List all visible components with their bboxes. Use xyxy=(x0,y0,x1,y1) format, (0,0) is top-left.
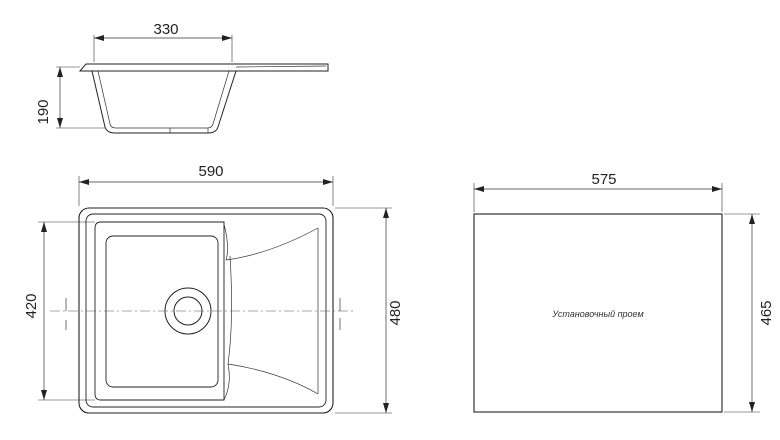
dim-label-590: 590 xyxy=(198,163,223,180)
dimension-outer-height: 480 xyxy=(335,207,404,414)
bowl-inner xyxy=(105,235,219,388)
dim-label-465: 465 xyxy=(758,300,775,325)
dim-label-575: 575 xyxy=(591,171,616,188)
cutout-label: Установочный проем xyxy=(551,309,643,319)
drainboard-edge-left xyxy=(223,223,228,261)
sink-top-view xyxy=(50,207,356,414)
drainboard-ridge-top xyxy=(225,227,319,261)
drainboard-corner xyxy=(223,363,230,401)
sink-outer-rim xyxy=(78,207,334,414)
dim-label-330: 330 xyxy=(153,21,178,38)
dim-label-480: 480 xyxy=(387,300,404,325)
sink-inner-rim xyxy=(85,213,327,408)
dim-label-190: 190 xyxy=(35,99,52,124)
dimension-side-height: 190 xyxy=(35,66,105,129)
dim-label-420: 420 xyxy=(23,293,40,318)
dimension-side-width: 330 xyxy=(93,21,233,62)
dimension-inner-height: 420 xyxy=(23,221,95,401)
dimension-cutout-height: 465 xyxy=(724,213,775,413)
side-profile-view xyxy=(78,63,329,134)
drainboard-ridge-bottom xyxy=(227,363,319,395)
cutout-rectangle xyxy=(473,213,723,413)
dimension-top-width: 590 xyxy=(78,163,334,206)
drainboard-slope xyxy=(227,255,232,365)
cutout-view: Установочный проем xyxy=(473,213,723,413)
dimension-cutout-width: 575 xyxy=(473,171,723,212)
